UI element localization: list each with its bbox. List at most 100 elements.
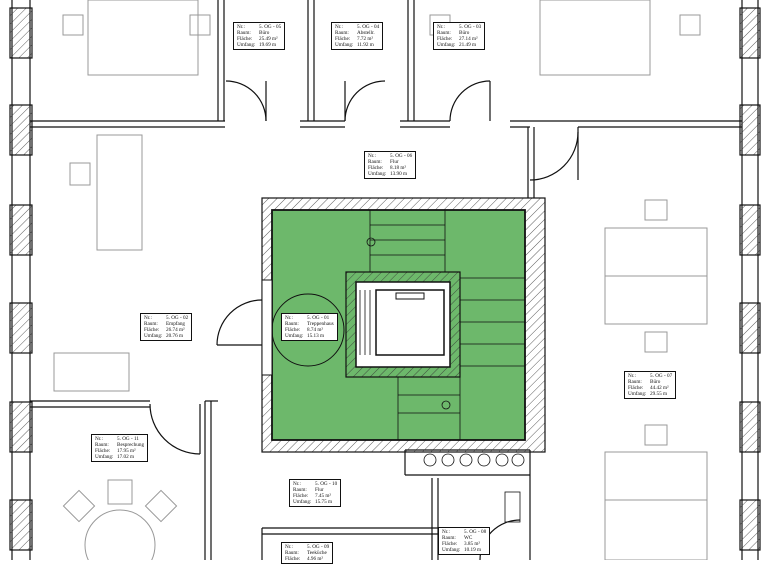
nr-key: Nr.: [368,153,376,159]
room-number: 5. OG - 07 [650,373,673,379]
room-label-07: Nr.: 5. OG - 07 Raum: Büro Fläche: 44.42 m²… [624,371,677,399]
nr-key: Nr.: [335,24,343,30]
flaeche-key: Fläche: [95,448,111,454]
room-label-09: Nr.: 5. OG - 09 Raum: Teeküche Fläche: 4.96… [281,542,334,564]
raum-key: Raum: [285,550,299,556]
room-perimeter: 21.49 m [459,42,477,48]
room-perimeter: 17.02 m [117,454,135,460]
raum-key: Raum: [293,487,307,493]
room-area: 7.72 m² [357,36,373,42]
room-label-03: Nr.: 5. OG - 03 Raum: Büro Fläche: 27.14 m²… [433,22,486,50]
room-area: 7.45 m² [315,493,331,499]
umfang-key: Umfang: [237,42,256,48]
umfang-key: Umfang: [628,391,647,397]
room-number: 5. OG - 05 [259,24,282,30]
room-perimeter: 20.76 m [166,333,184,339]
raum-key: Raum: [144,321,158,327]
furniture [53,0,708,560]
room-label-05: Nr.: 5. OG - 05 Raum: Büro Fläche: 25.49 m²… [233,22,286,50]
room-area: 8.18 m² [390,165,406,171]
interior-walls [30,0,742,560]
nr-key: Nr.: [144,315,152,321]
flaeche-key: Fläche: [237,36,253,42]
room-name: Empfang [166,321,186,327]
room-perimeter: 13.90 m [390,171,408,177]
nr-key: Nr.: [285,315,293,321]
room-name: Abstellr. [357,30,375,36]
room-label-02: Nr.: 5. OG - 02 Raum: Empfang Fläche: 26.74… [140,313,193,341]
room-number: 5. OG - 11 [117,436,139,442]
raum-key: Raum: [442,535,456,541]
room-perimeter: 15.13 m [307,333,325,339]
nr-key: Nr.: [442,529,450,535]
room-area: 26.74 m² [166,327,185,333]
room-name: Büro [459,30,470,36]
room-label-08: Nr.: 5. OG - 08 Raum: WC Fläche: 3.85 m² Um… [438,527,491,555]
raum-key: Raum: [628,379,642,385]
raum-key: Raum: [95,442,109,448]
flaeche-key: Fläche: [628,385,644,391]
nr-key: Nr.: [437,24,445,30]
room-perimeter: 29.55 m [650,391,668,397]
umfang-key: Umfang: [335,42,354,48]
room-number: 5. OG - 03 [459,24,482,30]
flaeche-key: Fläche: [285,556,301,562]
room-label-11: Nr.: 5. OG - 11 Raum: Besprechung Fläche: 1… [91,434,149,462]
umfang-key: Umfang: [437,42,456,48]
room-area: 8.74 m² [307,327,323,333]
flaeche-key: Fläche: [437,36,453,42]
room-label-04: Nr.: 5. OG - 04 Raum: Abstellr. Fläche: 7.7… [331,22,384,50]
umfang-key: Umfang: [285,333,304,339]
room-perimeter: 19.69 m [259,42,277,48]
room-name: Besprechung [117,442,145,448]
flaeche-key: Fläche: [293,493,309,499]
room-area: 3.85 m² [464,541,480,547]
room-name: Büro [650,379,661,385]
room-name: WC [464,535,473,541]
room-label-06: Nr.:5. OG - 06 Raum:Flur Fläche:8.18 m² … [364,151,417,179]
nr-key: Nr.: [237,24,245,30]
nr-key: Nr.: [293,481,301,487]
room-name: Treppenhaus [307,321,334,327]
nr-key: Nr.: [95,436,103,442]
sink-counter [423,453,525,523]
room-number: 5. OG - 08 [464,529,487,535]
nr-key: Nr.: [628,373,636,379]
room-number: 5. OG - 10 [315,481,338,487]
exterior-walls [9,0,761,560]
umfang-key: Umfang: [144,333,163,339]
room-perimeter: 10.19 m [464,547,482,553]
raum-key: Raum: [368,159,382,165]
flaeche-key: Fläche: [368,165,384,171]
flaeche-key: Fläche: [335,36,351,42]
room-number: 5. OG - 02 [166,315,189,321]
raum-key: Raum: [285,321,299,327]
room-name: Teeküche [307,550,327,556]
room-name: Flur [315,487,324,493]
room-label-01: Nr.:5. OG - 01 Raum:Treppenhaus Fläche:8… [281,313,338,341]
room-label-10: Nr.:5. OG - 10 Raum:Flur Fläche:7.45 m² … [289,479,342,507]
umfang-key: Umfang: [293,499,312,505]
room-name: Büro [259,30,270,36]
umfang-key: Umfang: [95,454,114,460]
room-number: 5. OG - 06 [390,153,413,159]
raum-key: Raum: [335,30,349,36]
room-area: 25.49 m² [259,36,278,42]
room-area: 44.42 m² [650,385,669,391]
room-name: Flur [390,159,399,165]
room-number: 5. OG - 09 [307,544,330,550]
raum-key: Raum: [237,30,251,36]
room-number: 5. OG - 04 [357,24,380,30]
umfang-key: Umfang: [442,547,461,553]
room-perimeter: 11.92 m [357,42,374,48]
raum-key: Raum: [437,30,451,36]
room-perimeter: 15.75 m [315,499,333,505]
flaeche-key: Fläche: [442,541,458,547]
nr-key: Nr.: [285,544,293,550]
room-area: 17.95 m² [117,448,136,454]
room-area: 4.96 m² [307,556,323,562]
room-area: 27.14 m² [459,36,478,42]
flaeche-key: Fläche: [144,327,160,333]
flaeche-key: Fläche: [285,327,301,333]
